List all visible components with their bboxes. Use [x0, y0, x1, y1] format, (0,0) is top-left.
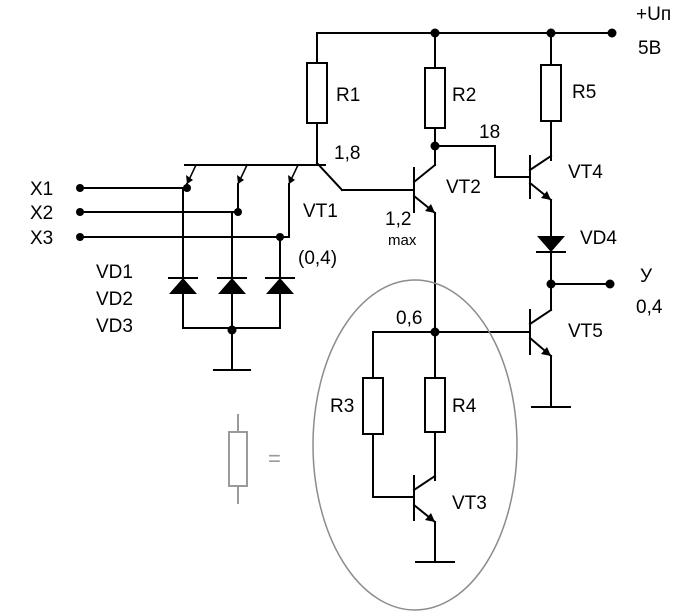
diode-vd1 [168, 277, 198, 294]
vt3-label: VT3 [452, 493, 487, 514]
input-x1-terminal [76, 184, 84, 192]
vt1-label: VT1 [303, 201, 338, 222]
resistor-r2 [424, 67, 446, 129]
diode-vd2 [217, 277, 247, 294]
output-label: У [640, 266, 653, 287]
r1-label: R1 [336, 85, 360, 106]
resistor-r3 [362, 377, 384, 435]
r2-label: R2 [452, 85, 476, 106]
supply-rail [316, 28, 617, 38]
transistor-vt4 [528, 154, 553, 202]
voltage-vt2-note: max [388, 232, 417, 249]
highlight-ellipse [312, 279, 518, 611]
r3-label: R3 [330, 396, 354, 417]
transistor-vt2 [412, 163, 437, 333]
input-x2-label: X2 [30, 203, 53, 224]
vt5-label: VT5 [568, 321, 603, 342]
resistor-r1 [306, 62, 328, 124]
input-x3-label: X3 [30, 228, 53, 249]
diode-vd3 [265, 277, 295, 294]
supply-terminal [607, 28, 617, 38]
vt2-label: VT2 [446, 177, 481, 198]
diode-vd4 [536, 236, 566, 253]
input-lines [76, 183, 290, 241]
r1-branch [306, 32, 328, 164]
vt4-label: VT4 [568, 162, 603, 183]
input-diodes [168, 187, 295, 371]
input-x3-terminal [76, 233, 84, 241]
voltage-vt1-emitter: (0,4) [298, 248, 337, 269]
transistor-vt3 [412, 474, 455, 563]
output-stage [528, 32, 615, 408]
vd4-label: VD4 [580, 228, 617, 249]
legend-equals: = [268, 446, 281, 471]
voltage-emitter-node: 0,6 [396, 308, 422, 329]
vd2-label: VD2 [96, 289, 133, 310]
supply-label: +Uп [636, 4, 671, 25]
transistor-vt1 [184, 161, 414, 192]
r5-label: R5 [572, 82, 596, 103]
resistor-r4 [424, 377, 446, 433]
input-x2-terminal [76, 208, 84, 216]
transistor-vt5 [528, 308, 553, 358]
output-terminal [605, 279, 615, 289]
voltage-output: 0,4 [636, 297, 663, 318]
voltage-vt2-emitter: 1,2 [385, 209, 411, 230]
r4-label: R4 [452, 396, 477, 417]
vd3-label: VD3 [96, 316, 133, 337]
voltage-vt1-base: 1,8 [334, 143, 360, 164]
legend-resistor [228, 414, 248, 504]
r2-branch [424, 32, 531, 178]
voltage-vt2-collector: 18 [479, 122, 500, 143]
emitter-node [362, 327, 531, 498]
resistor-r5 [540, 64, 562, 122]
vd1-label: VD1 [96, 262, 133, 283]
input-x1-label: X1 [30, 179, 53, 200]
supply-voltage: 5В [638, 38, 661, 59]
